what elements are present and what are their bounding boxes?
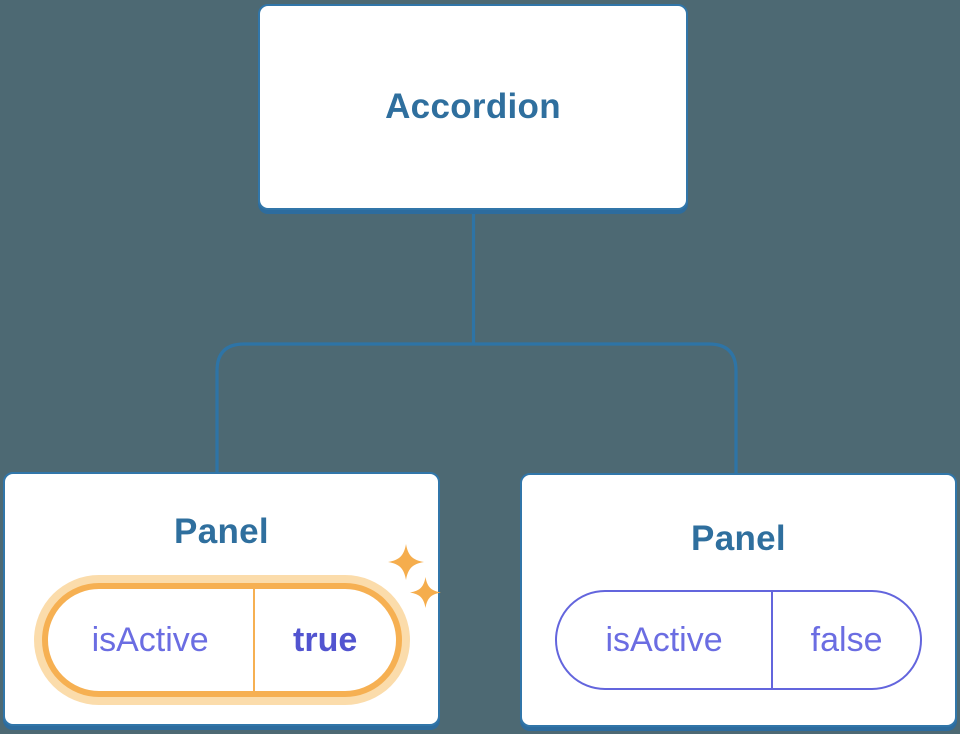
prop-name-label: isActive xyxy=(91,620,209,659)
panel-node-inactive: Panel isActive false xyxy=(520,473,957,727)
prop-pill-inactive: isActive false xyxy=(555,590,922,690)
prop-pill-active: isActive true xyxy=(41,583,402,697)
prop-name-cell: isActive xyxy=(557,592,771,688)
prop-value-label: true xyxy=(293,620,358,659)
panel-node-active: Panel isActive true xyxy=(3,472,440,726)
accordion-node: Accordion xyxy=(258,4,688,210)
panel-node-label: Panel xyxy=(174,512,269,551)
accordion-node-label: Accordion xyxy=(385,87,561,126)
panel-node-label: Panel xyxy=(691,519,786,558)
prop-name-label: isActive xyxy=(605,620,723,659)
sparkle-icon xyxy=(410,576,441,609)
prop-value-cell: false xyxy=(771,592,920,688)
prop-value-label: false xyxy=(810,620,883,659)
sparkle-icon xyxy=(388,543,424,581)
prop-value-cell: true xyxy=(252,589,396,691)
prop-name-cell: isActive xyxy=(48,589,253,691)
